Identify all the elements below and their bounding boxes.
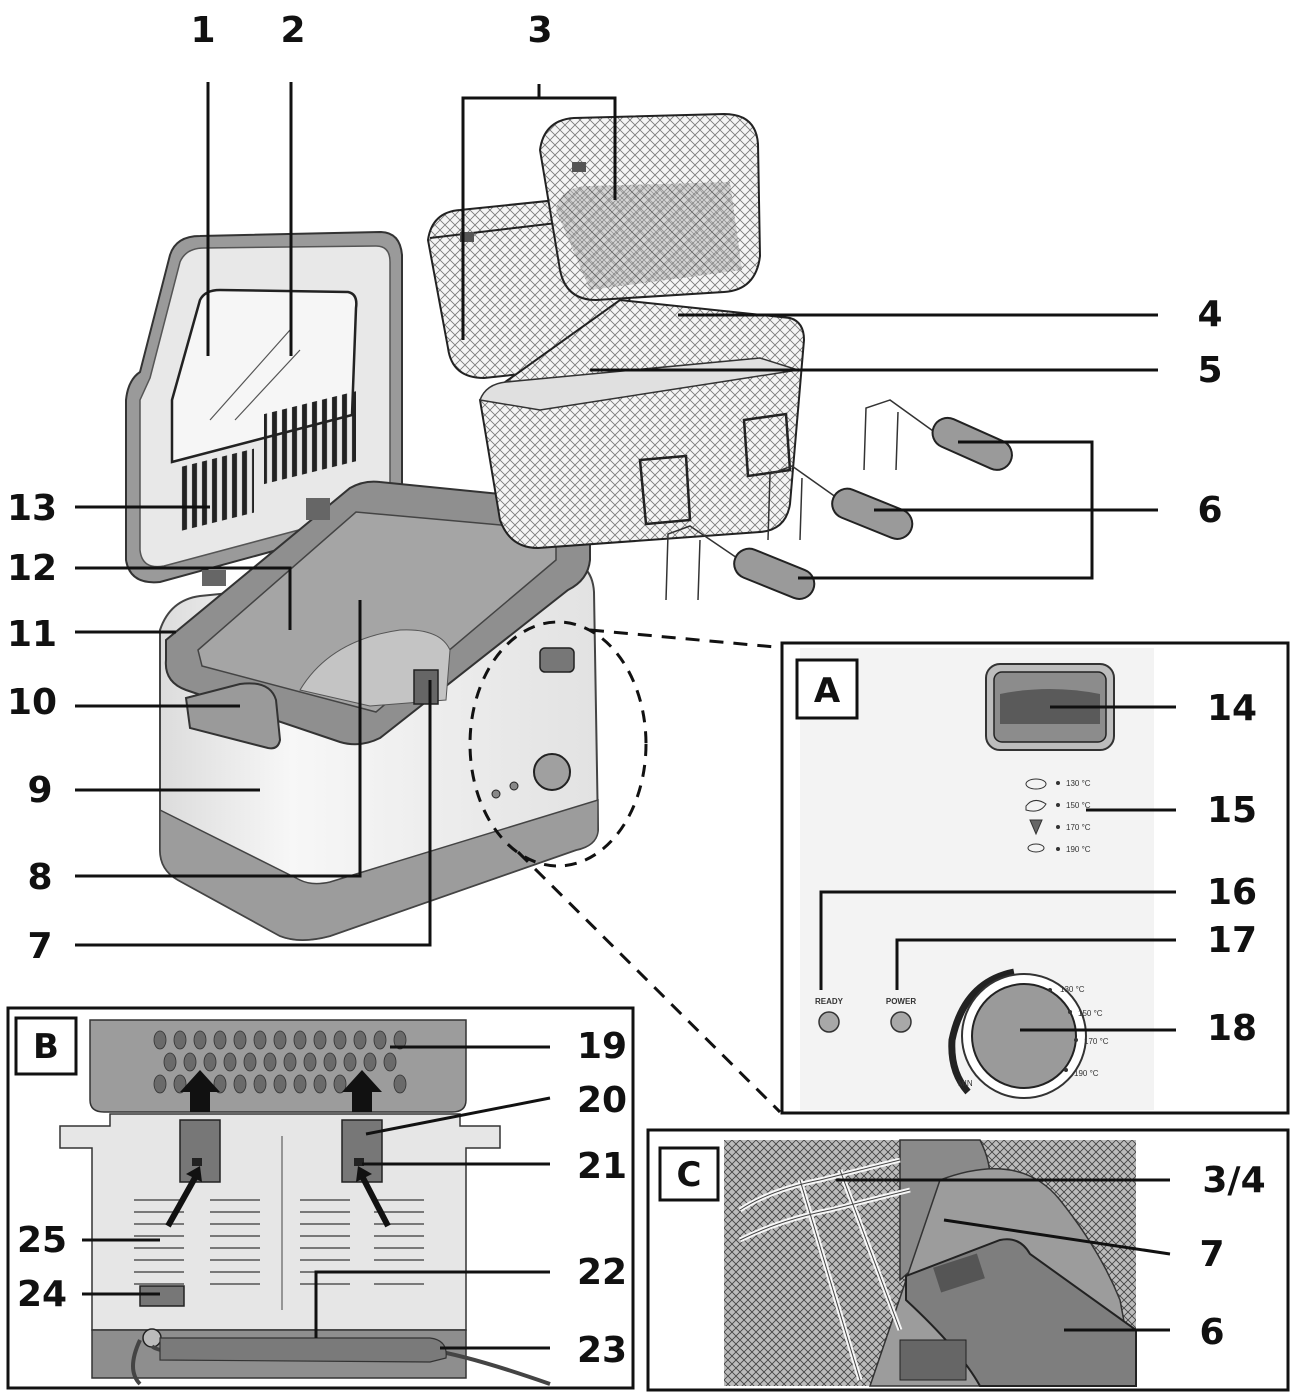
label-18: 18 (1207, 1008, 1257, 1049)
temp-label-4: 190 °C (1066, 845, 1091, 854)
label-17: 17 (1207, 920, 1257, 961)
fryer-main (125, 230, 600, 941)
label-22: 22 (577, 1252, 627, 1293)
zoom-indicator (468, 620, 787, 1114)
label-c-7: 7 (1199, 1234, 1224, 1275)
label-14: 14 (1207, 688, 1257, 729)
label-5: 5 (1197, 350, 1222, 391)
dial-min: MIN (958, 1079, 973, 1088)
leader-lines-main (75, 82, 1158, 947)
label-1: 1 (190, 10, 215, 51)
label-24: 24 (17, 1274, 67, 1315)
label-11: 11 (7, 614, 57, 655)
dial-temp-1: 130 °C (1060, 985, 1085, 994)
temp-label-2: 150 °C (1066, 801, 1091, 810)
label-7: 7 (27, 926, 52, 967)
panel-c: C (646, 1128, 1290, 1392)
power-label: POWER (886, 997, 916, 1006)
dial-temp-2: 150 °C (1078, 1009, 1103, 1018)
label-13: 13 (7, 488, 57, 529)
ready-lamp (818, 1011, 840, 1033)
label-c-3-4: 3/4 (1202, 1160, 1265, 1201)
temperature-guide: 130 °C 150 °C 170 °C 190 °C (1025, 778, 1091, 854)
handle-bottom (665, 525, 816, 601)
label-4: 4 (1197, 294, 1222, 335)
panel-a: A 130 °C 150 °C 170 °C 190 °C READY POWE… (780, 641, 1290, 1115)
label-10: 10 (7, 682, 57, 723)
panel-a-letter: A (814, 671, 841, 711)
label-20: 20 (577, 1080, 627, 1121)
label-21: 21 (577, 1146, 627, 1187)
label-c-6: 6 (1199, 1312, 1224, 1353)
power-lamp (890, 1011, 912, 1033)
thermostat-dial (971, 983, 1077, 1089)
dial-temp-3: 170 °C (1084, 1037, 1109, 1046)
label-19: 19 (577, 1026, 627, 1067)
label-25: 25 (17, 1220, 67, 1261)
label-2: 2 (280, 10, 305, 51)
temp-label-1: 130 °C (1066, 779, 1091, 788)
label-6: 6 (1197, 490, 1222, 531)
label-9: 9 (27, 770, 52, 811)
panel-b-letter: B (33, 1027, 59, 1067)
panel-c-letter: C (677, 1155, 702, 1195)
handle-top (863, 399, 1013, 471)
label-16: 16 (1207, 872, 1257, 913)
handle-middle (767, 465, 914, 541)
number-labels: 1 2 3 4 5 6 7 8 9 10 11 12 13 14 15 16 1… (7, 10, 1266, 1371)
panel-b: B (6, 1006, 635, 1390)
temp-label-3: 170 °C (1066, 823, 1091, 832)
label-15: 15 (1207, 790, 1257, 831)
label-23: 23 (577, 1330, 627, 1371)
ready-label: READY (815, 997, 844, 1006)
label-12: 12 (7, 548, 57, 589)
small-basket-right (538, 112, 762, 302)
label-8: 8 (27, 857, 52, 898)
dial-temp-4: 190 °C (1074, 1069, 1099, 1078)
label-3: 3 (527, 10, 552, 51)
